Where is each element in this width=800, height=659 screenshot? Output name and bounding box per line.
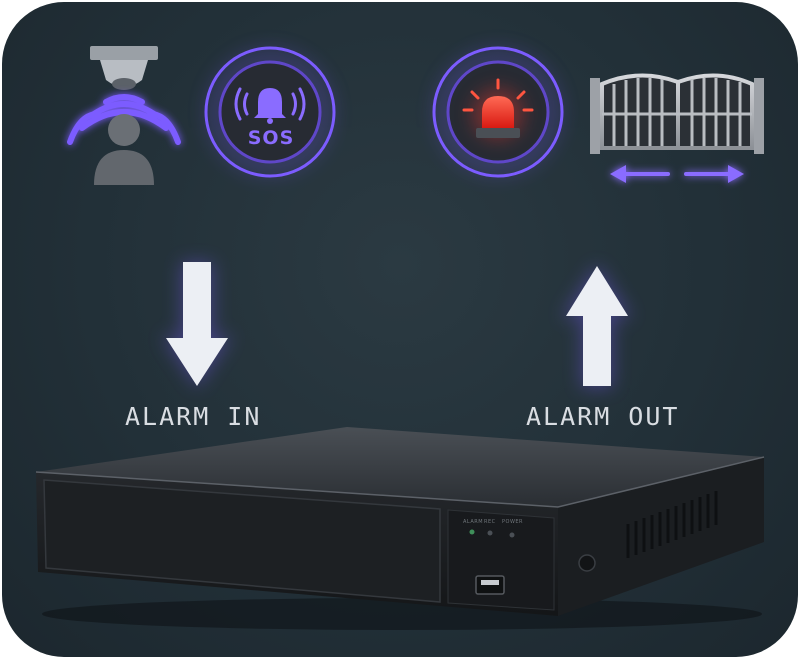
arrow-down-icon (162, 262, 232, 388)
dvr-recorder (35, 427, 765, 630)
led-label-power: POWER (502, 519, 524, 525)
camera-motion-sensor-icon (67, 46, 181, 185)
sos-label: SOS (247, 127, 295, 149)
alarm-in-label: ALARM IN (125, 402, 262, 431)
siren-light-icon (432, 46, 564, 178)
arrow-up-icon (562, 264, 632, 388)
led-label-alarm: ALARM (463, 519, 484, 525)
led-label-rec: REC (484, 519, 496, 525)
alarm-out-label: ALARM OUT (526, 402, 680, 431)
sos-bell-icon (204, 46, 336, 178)
sliding-gate-icon (590, 73, 764, 183)
